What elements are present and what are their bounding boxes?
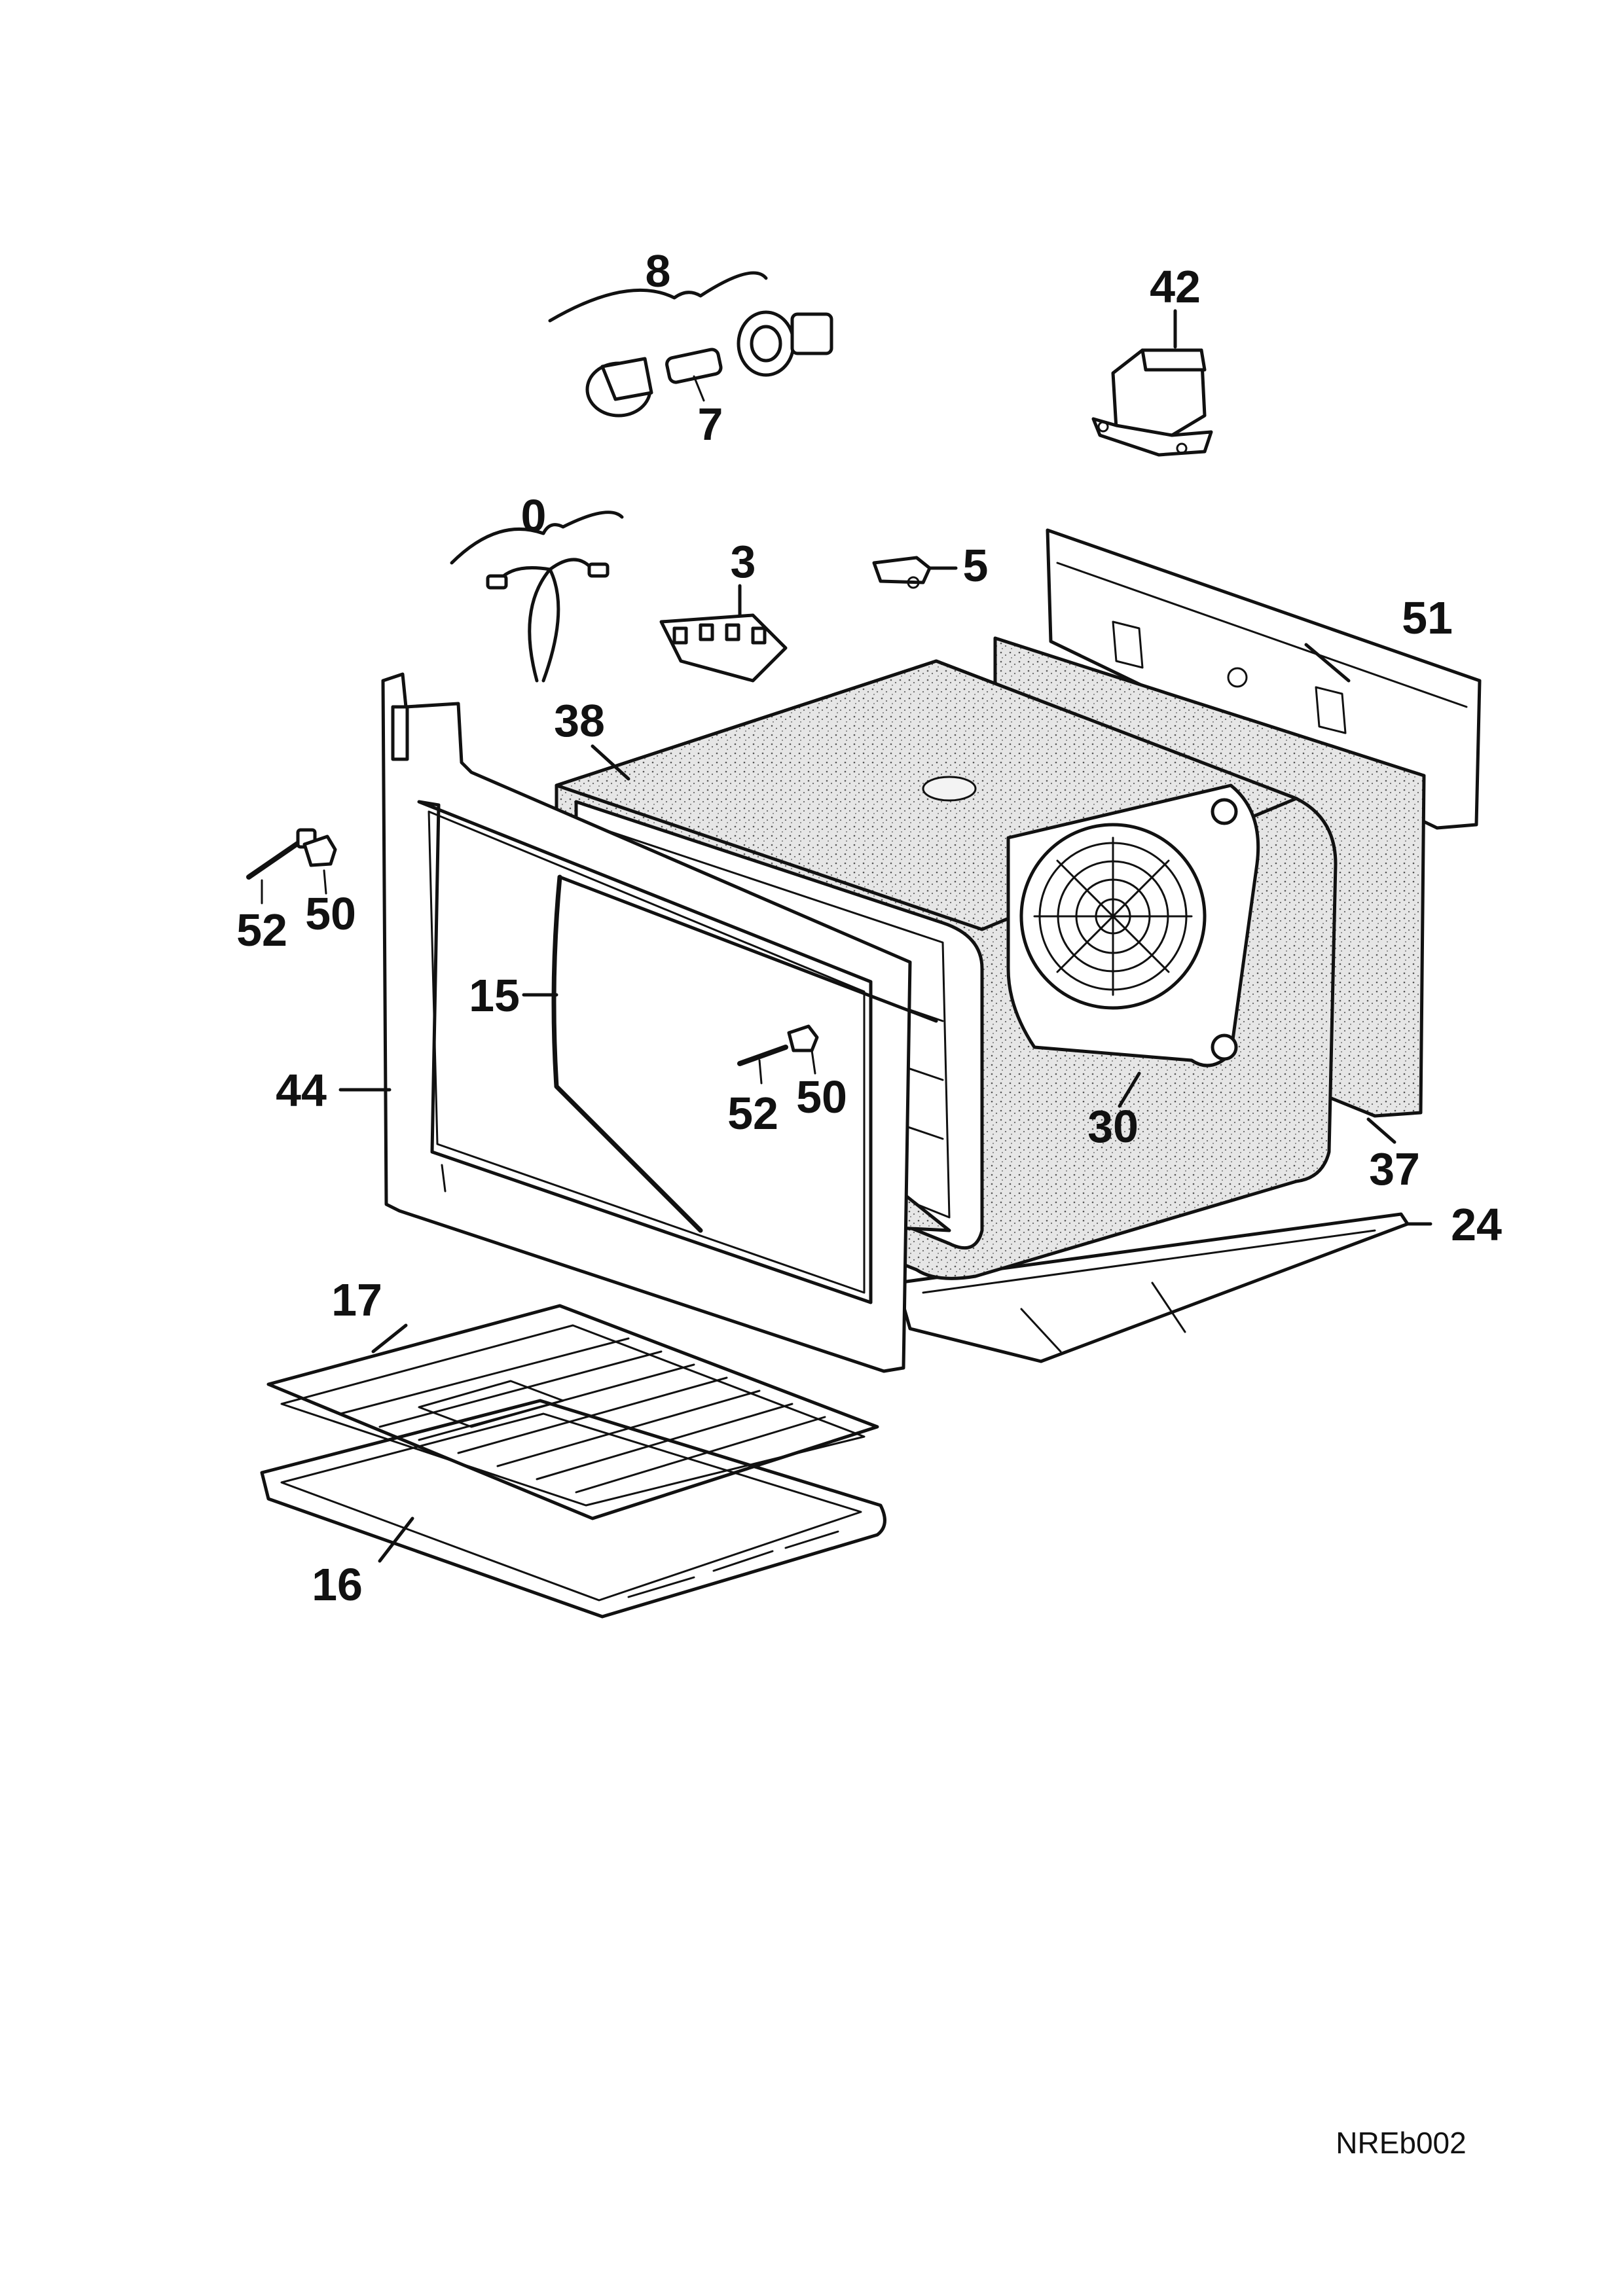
callout-42: 42 <box>1150 261 1201 312</box>
door-seal-part <box>551 874 938 1233</box>
callout-37: 37 <box>1369 1143 1420 1194</box>
callout-7: 7 <box>698 399 723 450</box>
callout-labels: 8 7 42 0 3 5 51 38 52 50 15 44 52 50 30 … <box>236 245 1502 1610</box>
callout-52-left: 52 <box>236 905 287 956</box>
callout-38: 38 <box>554 695 605 746</box>
callout-44: 44 <box>276 1065 327 1116</box>
bottom-tray-part <box>895 1212 1410 1363</box>
callout-0: 0 <box>521 490 547 541</box>
callout-8: 8 <box>646 245 671 296</box>
wiring-part <box>450 511 624 683</box>
callout-5: 5 <box>963 540 989 591</box>
callout-30: 30 <box>1087 1101 1139 1152</box>
screw-left-part <box>246 828 337 905</box>
callout-16: 16 <box>312 1559 363 1610</box>
fan-part <box>1006 783 1260 1108</box>
back-panel-part <box>1046 528 1482 830</box>
shelf-rack-part <box>266 1304 879 1520</box>
leader-lines <box>338 643 1432 1226</box>
terminal-block-part <box>659 584 788 683</box>
connector-part <box>872 556 958 589</box>
callout-50-left: 50 <box>305 888 356 939</box>
front-frame-part <box>381 672 912 1373</box>
callout-15: 15 <box>469 970 520 1021</box>
diagram-reference-code: NREb002 <box>1336 2126 1466 2160</box>
screw-center-part <box>737 1024 819 1085</box>
lamp-assembly-part <box>548 271 833 418</box>
callout-50-center: 50 <box>796 1071 847 1122</box>
callout-17: 17 <box>331 1274 382 1325</box>
callout-51: 51 <box>1402 592 1453 643</box>
baking-tray-part <box>260 1399 886 1619</box>
callout-24: 24 <box>1451 1199 1502 1250</box>
callout-52-center: 52 <box>727 1088 778 1139</box>
callout-3: 3 <box>731 536 756 587</box>
bracket-box-part <box>1091 309 1213 457</box>
